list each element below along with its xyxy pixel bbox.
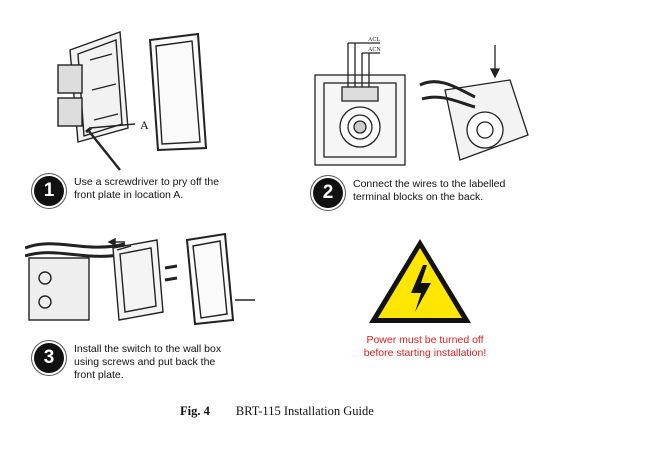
step3-illustration xyxy=(25,232,255,326)
warning-text: Power must be turned off before starting… xyxy=(363,334,487,359)
location-a-label: A xyxy=(140,118,149,132)
step-2: 2 Connect the wires to the labelled term… xyxy=(313,178,505,208)
step-2-badge: 2 xyxy=(313,178,343,208)
step-1: 1 Use a screwdriver to pry off the front… xyxy=(34,176,219,206)
step1-illustration: A xyxy=(57,31,208,171)
step2-illustration: ACL ACN xyxy=(314,37,529,166)
high-voltage-warning-icon xyxy=(369,239,471,323)
step-3: 3 Install the switch to the wall box usi… xyxy=(34,343,221,382)
step-2-text: Connect the wires to the labelled termin… xyxy=(353,178,506,203)
step-3-text: Install the switch to the wall box using… xyxy=(74,343,222,381)
step-1-text: Use a screwdriver to pry off the front p… xyxy=(74,176,220,201)
acl-label: ACL xyxy=(368,37,380,43)
step-3-badge: 3 xyxy=(34,343,64,373)
figure-number: Fig. 4 xyxy=(180,404,210,418)
acn-label: ACN xyxy=(368,47,381,53)
step-1-badge: 1 xyxy=(34,176,64,206)
figure-caption: Fig. 4 BRT-115 Installation Guide xyxy=(180,404,374,419)
figure-title: BRT-115 Installation Guide xyxy=(235,404,374,418)
